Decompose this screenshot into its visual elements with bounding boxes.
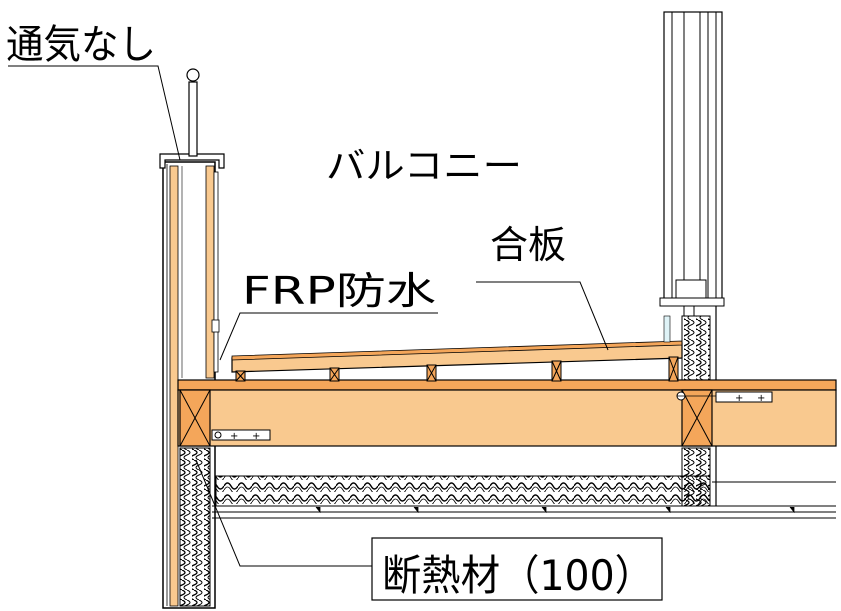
frp-label: FRP防水: [242, 269, 436, 313]
ceiling-board: [212, 481, 836, 519]
svg-text:+: +: [252, 431, 260, 442]
beam-end-block-left: [179, 389, 211, 447]
insulation-label-box: 断熱材（100）: [371, 537, 663, 601]
insulation-label: 断熱材（100）: [382, 551, 654, 600]
deck-sleepers: [235, 356, 679, 382]
leader-lines: [8, 65, 609, 567]
beam-end-block-right: [681, 389, 713, 447]
svg-text:+: +: [735, 393, 743, 404]
handrail-post: [186, 68, 200, 157]
plywood-label: 合板: [490, 223, 566, 267]
anchor-bolt-left: + +: [211, 429, 271, 442]
anchor-bolt-right: + +: [676, 391, 773, 404]
svg-text:+: +: [757, 393, 765, 404]
wall-insulation: [179, 447, 211, 607]
sash-window-frame: [659, 11, 725, 317]
ceiling-insulation: [215, 475, 711, 507]
svg-text:+: +: [230, 431, 238, 442]
balcony-label: バルコニー: [326, 146, 522, 187]
vent-label: 通気なし: [6, 22, 156, 68]
sloped-plywood-deck: [231, 340, 683, 373]
floor-beam: [177, 379, 837, 447]
